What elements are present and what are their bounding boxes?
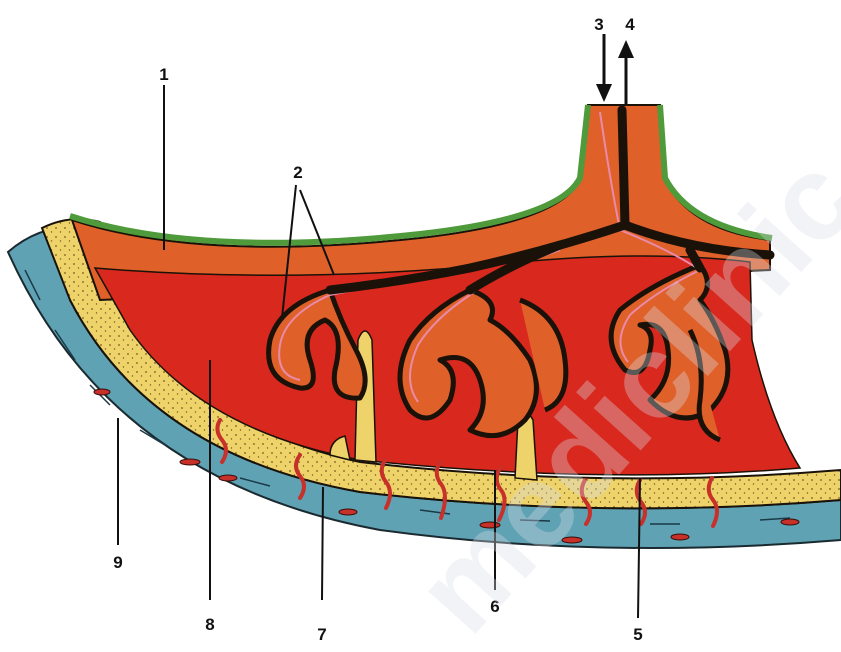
label-3: 3 [594,15,603,34]
arrow-4-up-icon [618,40,634,104]
label-1: 1 [159,65,168,84]
label-5: 5 [633,625,642,644]
label-4: 4 [625,15,635,34]
arrow-3-down-icon [596,34,612,102]
label-8: 8 [205,615,214,634]
label-7: 7 [317,625,326,644]
label-2: 2 [293,163,302,182]
label-9: 9 [113,553,122,572]
